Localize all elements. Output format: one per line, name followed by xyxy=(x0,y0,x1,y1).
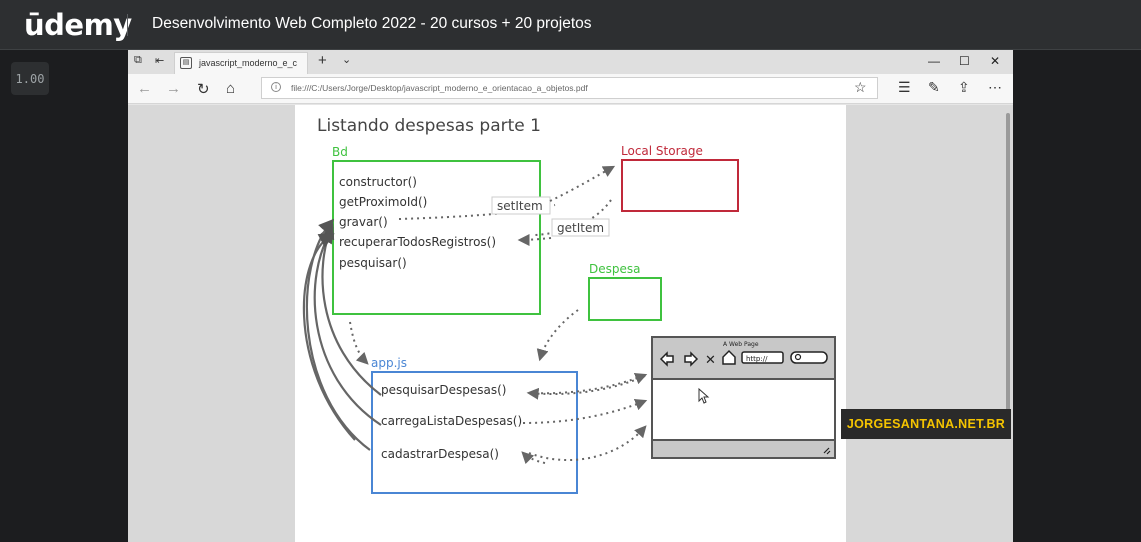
favorites-list-icon: ☰ xyxy=(898,79,911,95)
call-arrow-2 xyxy=(313,227,382,426)
close-window-icon: ✕ xyxy=(990,54,1001,68)
bd-method: pesquisar() xyxy=(339,256,407,270)
browser-addressbar: ← → ↻ ⌂ i file:///C:/Users/Jorge/Desktop… xyxy=(128,74,1013,104)
local-storage-box xyxy=(621,159,739,212)
course-title[interactable]: Desenvolvimento Web Completo 2022 - 20 c… xyxy=(152,15,592,32)
right-panel xyxy=(1013,50,1141,542)
pdf-page: Listando despesas parte 1 Bd constructor… xyxy=(295,105,846,542)
bd-to-app-arrow xyxy=(349,321,369,365)
back-icon: ← xyxy=(137,80,152,97)
tab-preview-icon: ⇤ xyxy=(155,55,165,67)
new-tab-icon: + xyxy=(318,52,327,69)
page-arrow-2 xyxy=(522,398,648,424)
playback-speed-badge[interactable]: 1.00 xyxy=(11,62,49,95)
left-panel xyxy=(0,50,128,542)
home-icon: ⌂ xyxy=(226,80,236,97)
despesa-label: Despesa xyxy=(589,262,640,276)
watermark-badge: JORGESANTANA.NET.BR xyxy=(841,409,1011,439)
webpage-address: http:// xyxy=(746,355,768,363)
info-icon: i xyxy=(271,82,281,92)
page-arrow-1b xyxy=(528,372,648,395)
logo-text: ūdemy xyxy=(24,8,132,42)
slide-title: Listando despesas parte 1 xyxy=(317,116,541,136)
setitem-arrow xyxy=(549,165,616,202)
refresh-icon: ↻ xyxy=(197,81,210,98)
getitem-label: getItem xyxy=(557,221,604,235)
favorite-star-icon: ☆ xyxy=(854,79,867,95)
bd-method: gravar() xyxy=(339,215,388,229)
browser-tabbar: ⧉ ⇤ ▤ javascript_moderno_e_c ✕ + ⌄ — ☐ ✕ xyxy=(128,50,1013,74)
appjs-box xyxy=(371,371,578,494)
pdf-viewport: Listando despesas parte 1 Bd constructor… xyxy=(128,105,1013,542)
app-method: carregaListaDespesas() xyxy=(381,414,522,428)
pen-icon: ✎ xyxy=(928,79,940,95)
bd-method: constructor() xyxy=(339,175,417,189)
pdf-icon: ▤ xyxy=(180,57,192,69)
webpage-title: A Web Page xyxy=(723,341,759,348)
getitem-tag xyxy=(551,218,610,237)
chevron-down-icon: ⌄ xyxy=(342,54,352,66)
url-text: file:///C:/Users/Jorge/Desktop/javascrip… xyxy=(291,83,588,93)
udemy-logo[interactable]: ūdemy xyxy=(12,6,132,42)
bd-label: Bd xyxy=(332,145,348,159)
appjs-label: app.js xyxy=(371,356,407,370)
page-arrow-3b xyxy=(521,451,546,465)
cursor-icon xyxy=(698,387,710,404)
udemy-header: ūdemy Desenvolvimento Web Completo 2022 … xyxy=(0,0,1141,50)
page-arrow-1 xyxy=(526,375,646,400)
slide-diagram: Listando despesas parte 1 Bd constructor… xyxy=(302,116,836,494)
setitem-tag xyxy=(491,196,551,215)
web-page-wireframe: A Web Page ✕ http:// xyxy=(651,336,836,459)
video-browser-window: ⧉ ⇤ ▤ javascript_moderno_e_c ✕ + ⌄ — ☐ ✕… xyxy=(128,50,1013,542)
local-storage-label: Local Storage xyxy=(621,144,703,158)
forward-icon: → xyxy=(166,80,181,97)
maximize-icon: ☐ xyxy=(959,54,970,68)
getitem-arrow xyxy=(517,233,552,246)
bd-method: recuperarTodosRegistros() xyxy=(339,235,496,249)
more-icon: ⋯ xyxy=(988,79,1002,95)
header-divider xyxy=(127,14,128,36)
tabs-aside-icon: ⧉ xyxy=(134,54,142,66)
despesa-box xyxy=(588,277,662,321)
call-arrow-4 xyxy=(302,233,356,441)
bd-method: getProximoId() xyxy=(339,195,427,209)
pdf-scrollbar xyxy=(1006,113,1010,433)
app-method: pesquisarDespesas() xyxy=(381,383,506,397)
tab-title: javascript_moderno_e_c xyxy=(199,58,298,68)
url-field: i file:///C:/Users/Jorge/Desktop/javascr… xyxy=(261,77,878,99)
minimize-icon: — xyxy=(928,54,940,68)
share-icon: ⇪ xyxy=(958,79,970,95)
page-arrow-3 xyxy=(528,425,647,462)
svg-text:✕: ✕ xyxy=(705,353,716,368)
app-method: cadastrarDespesa() xyxy=(381,447,499,461)
browser-tab: ▤ javascript_moderno_e_c ✕ xyxy=(174,52,308,74)
despesa-arrow xyxy=(536,309,579,362)
setitem-label: setItem xyxy=(497,199,543,213)
